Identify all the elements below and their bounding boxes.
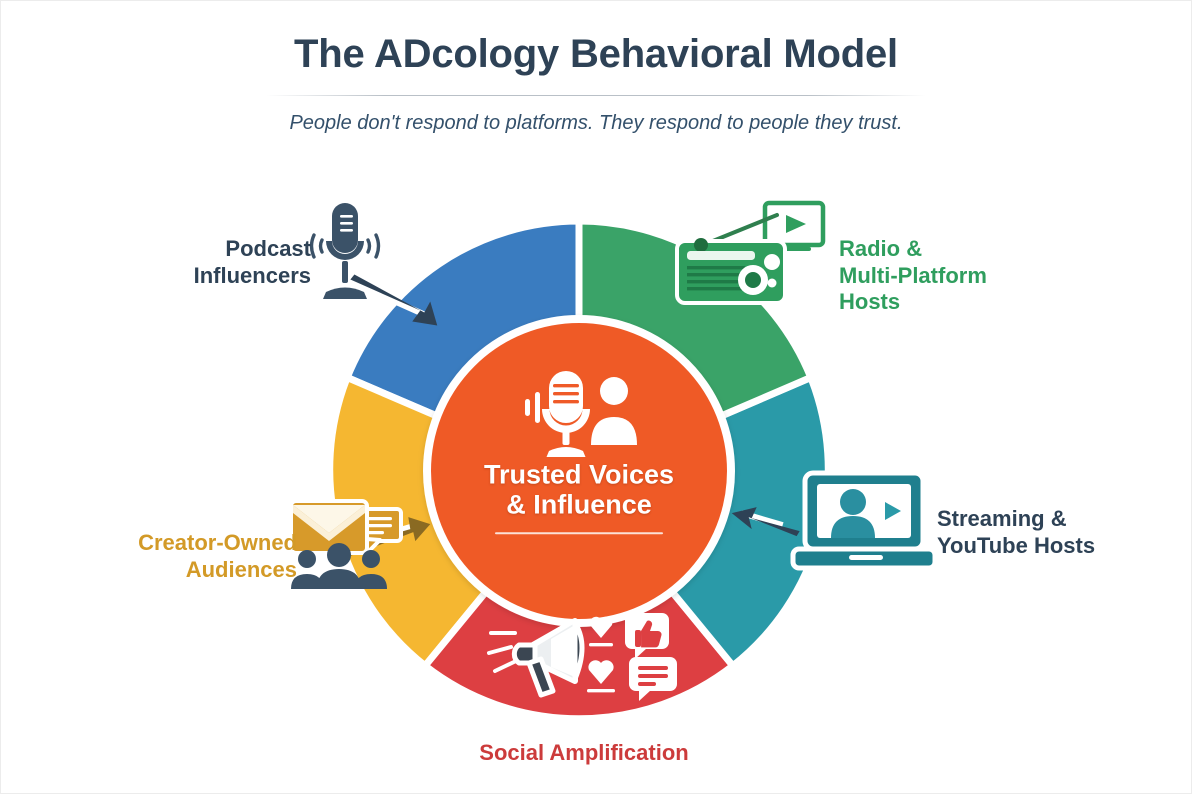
label-social-amplification[interactable]: Social Amplification (449, 713, 719, 793)
megaphone-engagement-icon (487, 609, 679, 701)
page-title: The ADcology Behavioral Model (294, 32, 898, 76)
microphone-person-icon (513, 369, 645, 461)
page-subtitle: People don't respond to platforms. They … (289, 112, 903, 134)
radio-play-icon (673, 200, 831, 311)
label-podcast-text: Podcast Influencers (193, 235, 311, 288)
center-hub[interactable] (423, 315, 735, 627)
label-creator-text: Creator-Owned Audiences (138, 529, 297, 582)
label-social-text: Social Amplification (479, 739, 689, 765)
label-radio-multiplatform-hosts[interactable]: Radio & Multi-Platform Hosts (839, 209, 1059, 343)
microphone-icon (306, 195, 384, 310)
label-creator-owned-audiences[interactable]: Creator-Owned Audiences (97, 503, 297, 610)
envelope-chat-people-icon (285, 487, 415, 589)
header: The ADcology Behavioral Model People don… (1, 31, 1191, 135)
laptop-video-icon (790, 469, 941, 577)
title-divider (266, 95, 926, 96)
label-radio-text: Radio & Multi-Platform Hosts (839, 235, 987, 315)
label-podcast-influencers[interactable]: Podcast Influencers (111, 209, 311, 316)
label-streaming-youtube-hosts[interactable]: Streaming & YouTube Hosts (937, 479, 1167, 586)
label-streaming-text: Streaming & YouTube Hosts (937, 505, 1096, 558)
